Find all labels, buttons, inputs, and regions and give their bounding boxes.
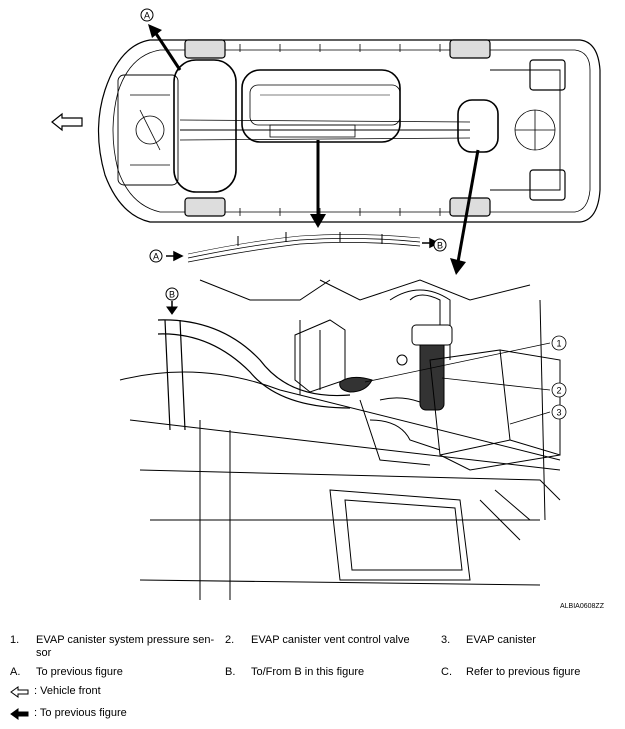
legend-marker-c: C. (441, 666, 452, 678)
callout-b-detail: B (169, 290, 175, 300)
tube-detail-strip: A B (149, 232, 447, 263)
callout-leaders (364, 335, 567, 425)
legend-text-c: Refer to previous figure (466, 666, 581, 678)
arrow-to-a: A (140, 8, 182, 71)
legend-marker-b: B. (225, 666, 236, 678)
solid-arrow-left-icon (10, 708, 29, 720)
legend-symbol-previous: : To previous figure (34, 707, 127, 719)
legend-text-a: To previous figure (36, 666, 123, 678)
legend-text-1: EVAP canister system pressure sen- (36, 634, 215, 646)
legend-text-2: EVAP canister vent control valve (251, 634, 410, 646)
legend-marker-a: A. (10, 666, 21, 678)
arrow-down-rear (450, 149, 480, 275)
legend-marker-2: 2. (225, 634, 235, 646)
arrow-down-center (310, 140, 326, 228)
legend-text-1b: sor (36, 647, 52, 659)
callout-b-strip: B (437, 241, 443, 251)
legend-marker-1: 1. (10, 634, 20, 646)
evap-diagram: A A B (51, 8, 601, 600)
callout-1: 1 (556, 339, 561, 349)
legend-text-b: To/From B in this figure (251, 666, 365, 678)
callout-a-strip: A (153, 252, 159, 262)
legend-marker-3: 3. (441, 634, 451, 646)
legend-text-3: EVAP canister (466, 634, 536, 646)
callout-a-top: A (144, 11, 150, 21)
callout-3: 3 (556, 408, 561, 418)
vehicle-underbody-view (97, 39, 601, 223)
callout-2: 2 (556, 386, 561, 396)
legend-symbol-vehicle-front: : Vehicle front (34, 685, 101, 697)
figure-id: ALBIA0608ZZ (560, 603, 604, 610)
canister-detail-view (119, 279, 561, 600)
hollow-arrow-left-icon (10, 686, 29, 698)
vehicle-front-arrow-icon (51, 112, 83, 132)
